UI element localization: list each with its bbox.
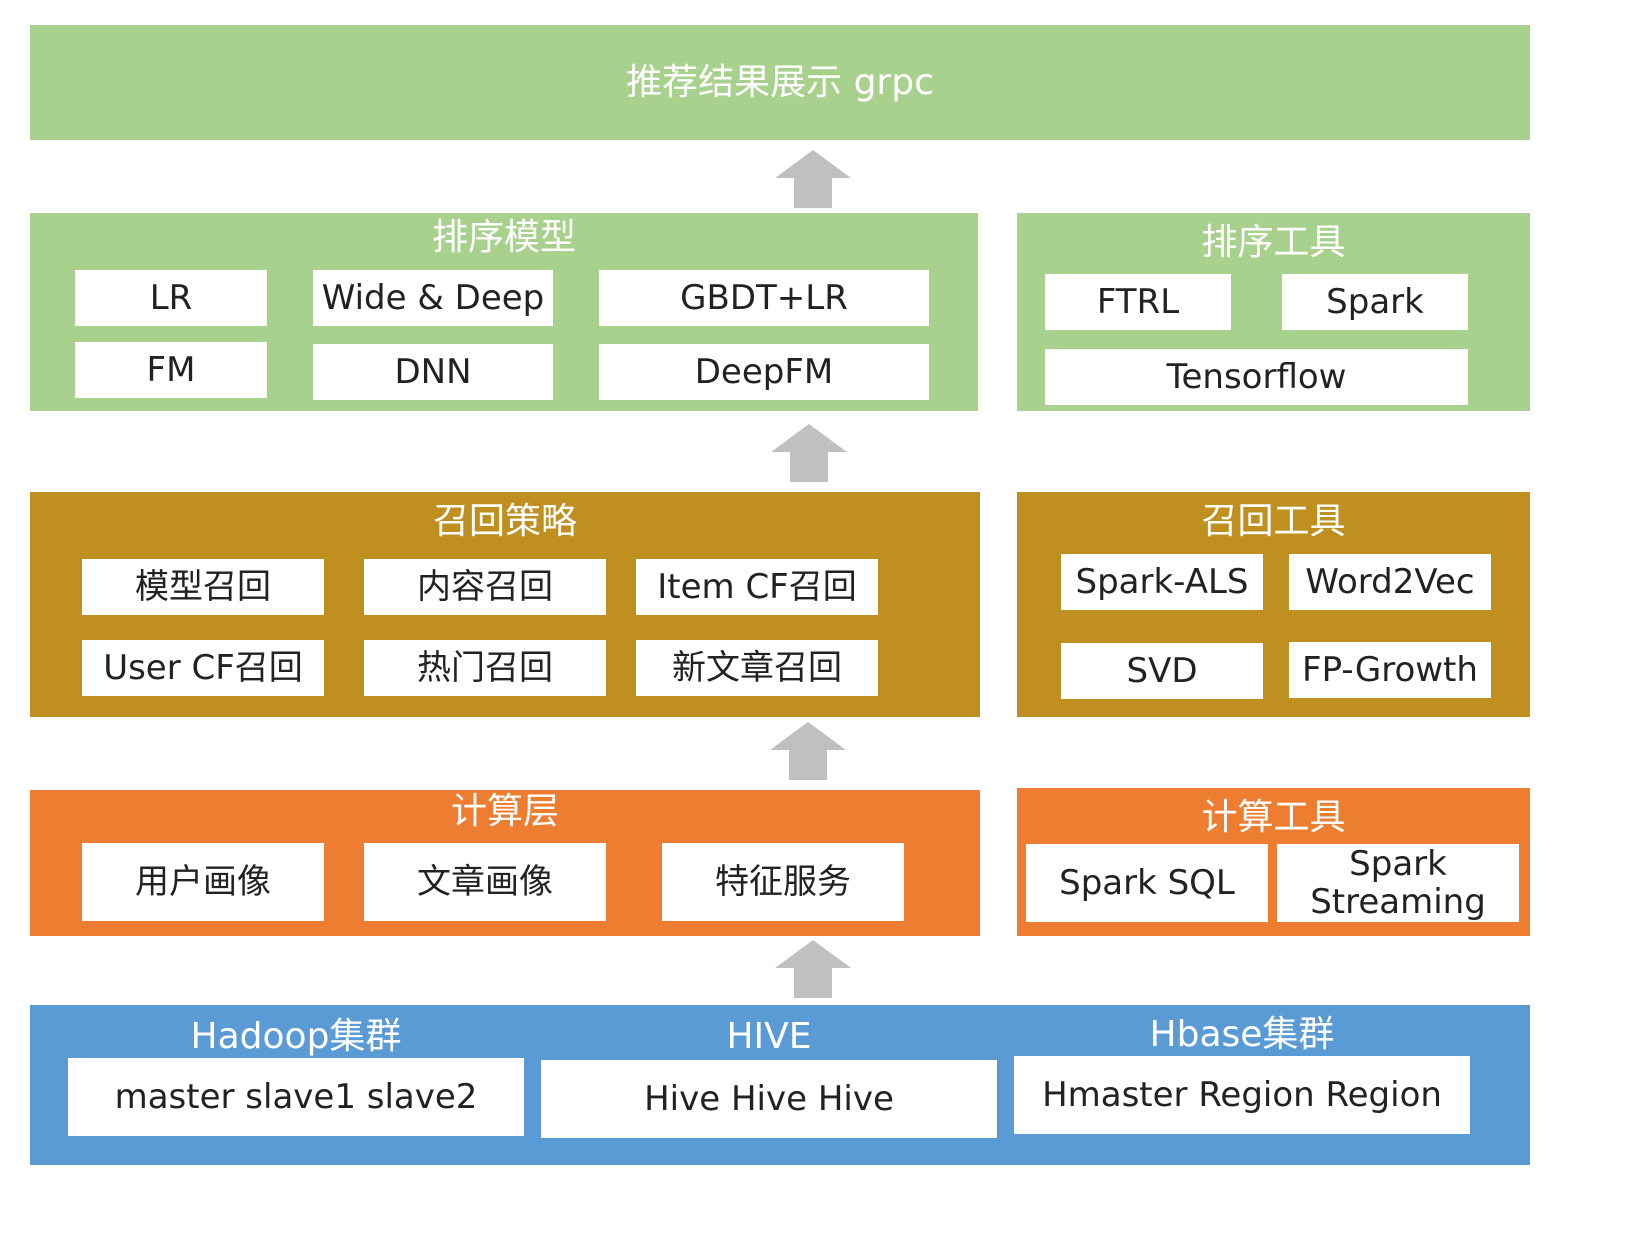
hive-cluster-title: HIVE (726, 1016, 812, 1057)
compute-tool-item: Spark SQL (1026, 844, 1268, 922)
compute-tools-panel: 计算工具 Spark SQL Spark Streaming (1017, 788, 1530, 936)
recall-strategy-item: User CF召回 (82, 640, 324, 696)
sort-tool-item: FTRL (1045, 274, 1231, 330)
recall-strategy-item: 热门召回 (364, 640, 606, 696)
sort-model-title: 排序模型 (431, 217, 576, 258)
recall-tool-item: Spark-ALS (1061, 554, 1263, 610)
sort-model-panel: 排序模型 LR Wide & Deep GBDT+LR FM DNN DeepF… (30, 213, 978, 411)
recall-strategy-item: Item CF召回 (636, 559, 878, 615)
compute-layer-item: 文章画像 (364, 843, 606, 921)
recall-tools-panel: 召回工具 Spark-ALS Word2Vec SVD FP-Growth (1017, 492, 1530, 717)
sort-model-item: FM (75, 342, 267, 398)
compute-layer-panel: 计算层 用户画像 文章画像 特征服务 (30, 790, 980, 936)
sort-model-item: GBDT+LR (599, 270, 929, 326)
up-arrow-icon (770, 722, 846, 780)
recall-strategy-panel: 召回策略 模型召回 内容召回 Item CF召回 User CF召回 热门召回 … (30, 492, 980, 717)
hadoop-cluster-title: Hadoop集群 (190, 1016, 402, 1057)
up-arrow-icon (775, 940, 851, 998)
storage-panel: Hadoop集群 master slave1 slave2 HIVE Hive … (30, 1005, 1530, 1165)
hbase-cluster-title: Hbase集群 (1149, 1014, 1335, 1055)
sort-tool-item: Tensorflow (1045, 349, 1468, 405)
sort-model-item: Wide & Deep (313, 270, 553, 326)
sort-model-item: DNN (313, 344, 553, 400)
hadoop-nodes: master slave1 slave2 (68, 1058, 524, 1136)
recall-tool-item: Word2Vec (1289, 554, 1491, 610)
up-arrow-icon (775, 150, 851, 208)
up-arrow-icon (771, 424, 847, 482)
recall-tool-item: SVD (1061, 643, 1263, 699)
sort-model-item: DeepFM (599, 344, 929, 400)
compute-tools-title: 计算工具 (1201, 797, 1346, 838)
compute-layer-item: 特征服务 (662, 843, 904, 921)
hbase-nodes: Hmaster Region Region (1014, 1056, 1470, 1134)
recall-tools-title: 召回工具 (1201, 501, 1346, 542)
hive-cluster: HIVE Hive Hive Hive (541, 1005, 997, 1165)
recall-strategy-item: 模型召回 (82, 559, 324, 615)
sort-model-item: LR (75, 270, 267, 326)
hive-nodes: Hive Hive Hive (541, 1060, 997, 1138)
recall-strategy-title: 召回策略 (432, 501, 577, 542)
sort-tool-item: Spark (1282, 274, 1468, 330)
recall-strategy-item: 新文章召回 (636, 640, 878, 696)
hadoop-cluster: Hadoop集群 master slave1 slave2 (68, 1005, 524, 1165)
result-display-title: 推荐结果展示 grpc (626, 62, 934, 103)
compute-tool-item: Spark Streaming (1277, 844, 1519, 922)
compute-tool-item-line: Spark (1349, 844, 1447, 884)
compute-layer-title: 计算层 (450, 791, 559, 832)
recall-strategy-item: 内容召回 (364, 559, 606, 615)
recall-tool-item: FP-Growth (1289, 642, 1491, 698)
compute-tool-item-line: Streaming (1310, 882, 1486, 922)
sort-tools-panel: 排序工具 FTRL Spark Tensorflow (1017, 213, 1530, 411)
sort-tools-title: 排序工具 (1201, 222, 1346, 263)
hbase-cluster: Hbase集群 Hmaster Region Region (1014, 1005, 1470, 1165)
compute-layer-item: 用户画像 (82, 843, 324, 921)
result-display-panel: 推荐结果展示 grpc (30, 25, 1530, 140)
